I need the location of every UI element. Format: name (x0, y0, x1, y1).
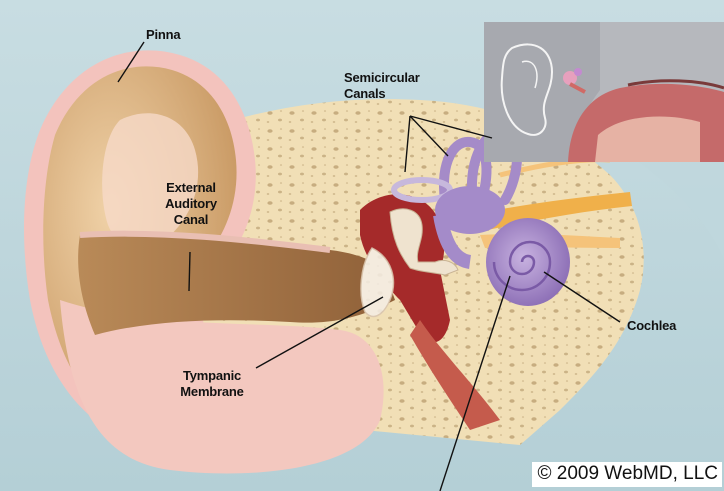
label-pinna: Pinna (146, 27, 180, 43)
inset-head-illustration (484, 22, 724, 162)
copyright-notice: © 2009 WebMD, LLC (532, 462, 722, 487)
label-external-auditory-canal: External Auditory Canal (153, 180, 229, 228)
cochlea-shape (486, 218, 570, 306)
label-semicircular-line-2: Canals (344, 86, 420, 102)
label-semicircular-line-1: Semicircular (344, 70, 420, 86)
label-external-line-1: External (153, 180, 229, 196)
label-tympanic-membrane: Tympanic Membrane (170, 368, 254, 400)
label-semicircular-canals: Semicircular Canals (344, 70, 420, 102)
label-cochlea-text: Cochlea (627, 318, 676, 334)
label-external-line-3: Canal (153, 212, 229, 228)
label-tympanic-line-1: Tympanic (170, 368, 254, 384)
external-auditory-canal-leader (189, 252, 190, 291)
label-pinna-text: Pinna (146, 27, 180, 43)
label-cochlea: Cochlea (627, 318, 676, 334)
label-tympanic-line-2: Membrane (170, 384, 254, 400)
label-external-line-2: Auditory (153, 196, 229, 212)
